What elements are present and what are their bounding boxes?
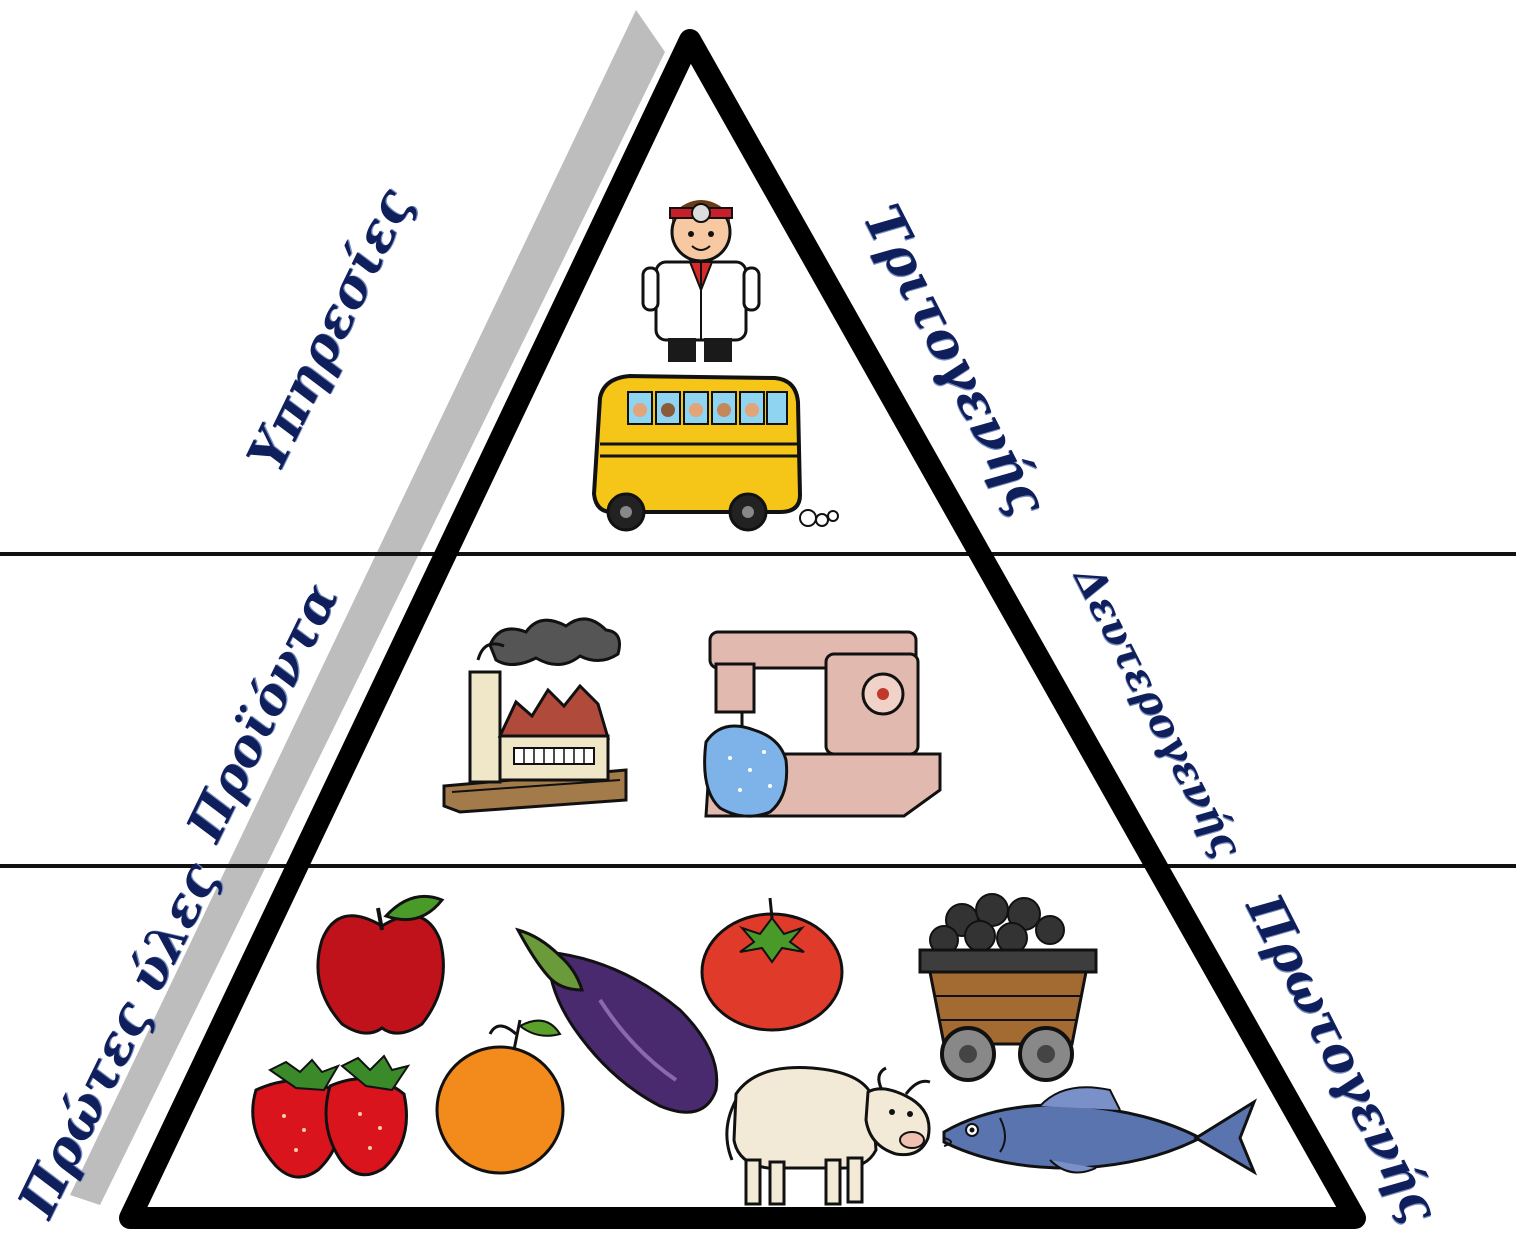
mine-cart-icon [918, 893, 1098, 1082]
cow-icon [725, 1066, 931, 1206]
school-bus-icon [591, 373, 839, 532]
fish-icon [942, 1086, 1258, 1176]
doctor-icon [641, 200, 761, 362]
orange-icon [435, 1019, 565, 1175]
sewing-machine-icon [703, 630, 942, 818]
tomato-icon [700, 897, 844, 1032]
apple-icon [316, 894, 445, 1035]
pyramid-shadow [70, 10, 665, 1205]
factory-icon [442, 617, 628, 814]
strawberry-icon [251, 1054, 411, 1179]
pyramid-outline [119, 29, 1366, 1229]
eggplant-icon [515, 927, 719, 1114]
